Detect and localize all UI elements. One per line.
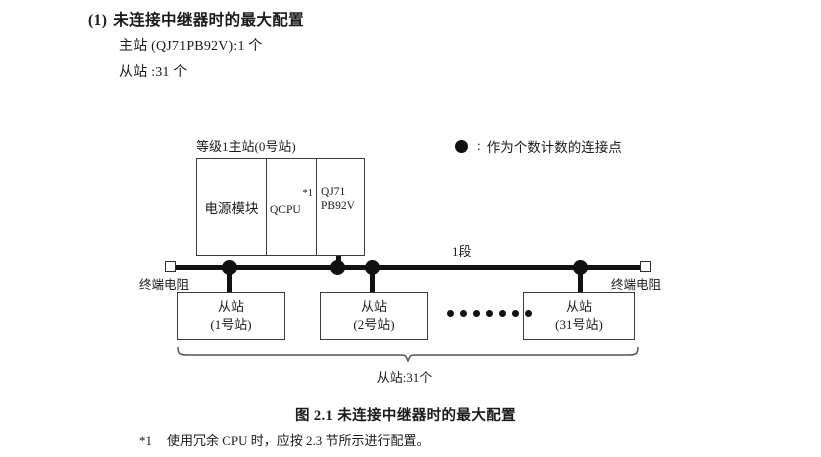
slave-station-title-1: 从站: [217, 299, 244, 315]
section-number: (1): [88, 12, 108, 29]
spec-master-line: 主站 (QJ71PB92V):1 个: [119, 39, 263, 54]
footnote-text: 使用冗余 CPU 时，应按 2.3 节所示进行配置。: [167, 433, 430, 448]
slave-station-number-2: (2号站): [353, 317, 395, 332]
section-title: 未连接中继器时的最大配置: [113, 12, 305, 29]
legend-colon: :: [477, 138, 481, 153]
slave-station-box-31: 从站 (31号站): [523, 292, 635, 340]
ellipsis-dot: [486, 310, 493, 317]
terminator-left-label: 终端电阻: [139, 278, 190, 292]
slave-station-title-31: 从站: [565, 299, 592, 315]
terminator-right-label: 终端电阻: [611, 278, 662, 292]
connection-node-master: [330, 259, 345, 275]
legend: : 作为个数计数的连接点: [455, 136, 622, 156]
module-qcpu: QCPU *1: [267, 159, 317, 255]
slave-total-label: 从站:31个: [376, 370, 433, 385]
module-power-supply-label: 电源模块: [204, 201, 259, 216]
trunk-bus-line: [172, 264, 646, 270]
ellipsis-dot: [447, 310, 454, 317]
filled-circle-icon: [455, 139, 468, 153]
drop-line-slave-2: [370, 267, 375, 292]
section-heading: (1) 未连接中继器时的最大配置: [88, 8, 304, 30]
master-rack-label: 等级1主站(0号站): [196, 139, 296, 154]
footnote-marker: *1: [302, 188, 314, 199]
figure-caption: 图 2.1 未连接中继器时的最大配置: [294, 408, 517, 424]
slave-station-number-31: (31号站): [555, 317, 603, 332]
ellipsis-dot: [473, 310, 480, 317]
drop-line-slave-1: [227, 267, 232, 292]
module-power-supply: 电源模块: [197, 159, 267, 255]
segment-label: 1段: [452, 244, 472, 259]
ellipsis-dot: [525, 310, 532, 317]
module-qcpu-label: QCPU: [270, 204, 301, 216]
ellipsis-dots-icon: [447, 310, 532, 317]
legend-label: 作为个数计数的连接点: [486, 140, 622, 155]
footnote: *1 使用冗余 CPU 时，应按 2.3 节所示进行配置。: [139, 430, 430, 449]
slave-station-box-1: 从站 (1号站): [177, 292, 285, 340]
terminator-right-icon: [640, 261, 651, 272]
slave-station-title-2: 从站: [360, 299, 387, 315]
ellipsis-dot: [499, 310, 506, 317]
slave-group-brace-icon: [177, 346, 639, 362]
spec-slave-line: 从站 :31 个: [119, 65, 188, 80]
ellipsis-dot: [460, 310, 467, 317]
slave-station-box-2: 从站 (2号站): [320, 292, 428, 340]
terminator-left-icon: [165, 261, 176, 272]
ellipsis-dot: [512, 310, 519, 317]
footnote-mark: *1: [139, 433, 152, 448]
drop-line-slave-31: [578, 267, 583, 292]
slave-station-number-1: (1号站): [210, 317, 252, 332]
